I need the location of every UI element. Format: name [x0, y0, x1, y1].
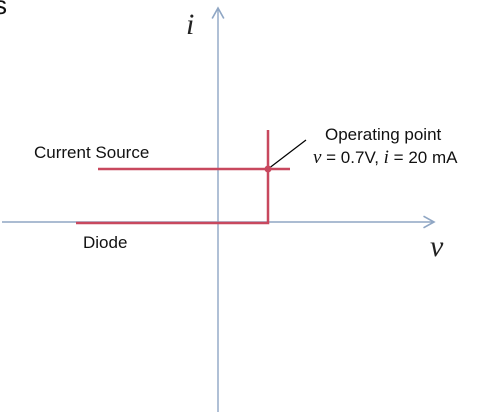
operating-point-title: Operating point: [325, 125, 442, 144]
v-axis-label: v: [430, 230, 444, 263]
current-source-label: Current Source: [34, 143, 149, 162]
v-symbol: v: [313, 147, 322, 168]
v-value: = 0.7V,: [321, 148, 383, 167]
cropped-heading-fragment: s: [0, 0, 7, 20]
operating-point-values: v = 0.7V, i = 20 mA: [313, 147, 458, 168]
i-value: = 20 mA: [389, 148, 458, 167]
operating-point-marker: [264, 165, 272, 173]
diode-curve: [76, 130, 270, 225]
diode-label: Diode: [83, 233, 127, 252]
i-axis-label: i: [186, 8, 194, 41]
operating-point-leader: [267, 139, 307, 170]
i-symbol: i: [384, 147, 389, 168]
